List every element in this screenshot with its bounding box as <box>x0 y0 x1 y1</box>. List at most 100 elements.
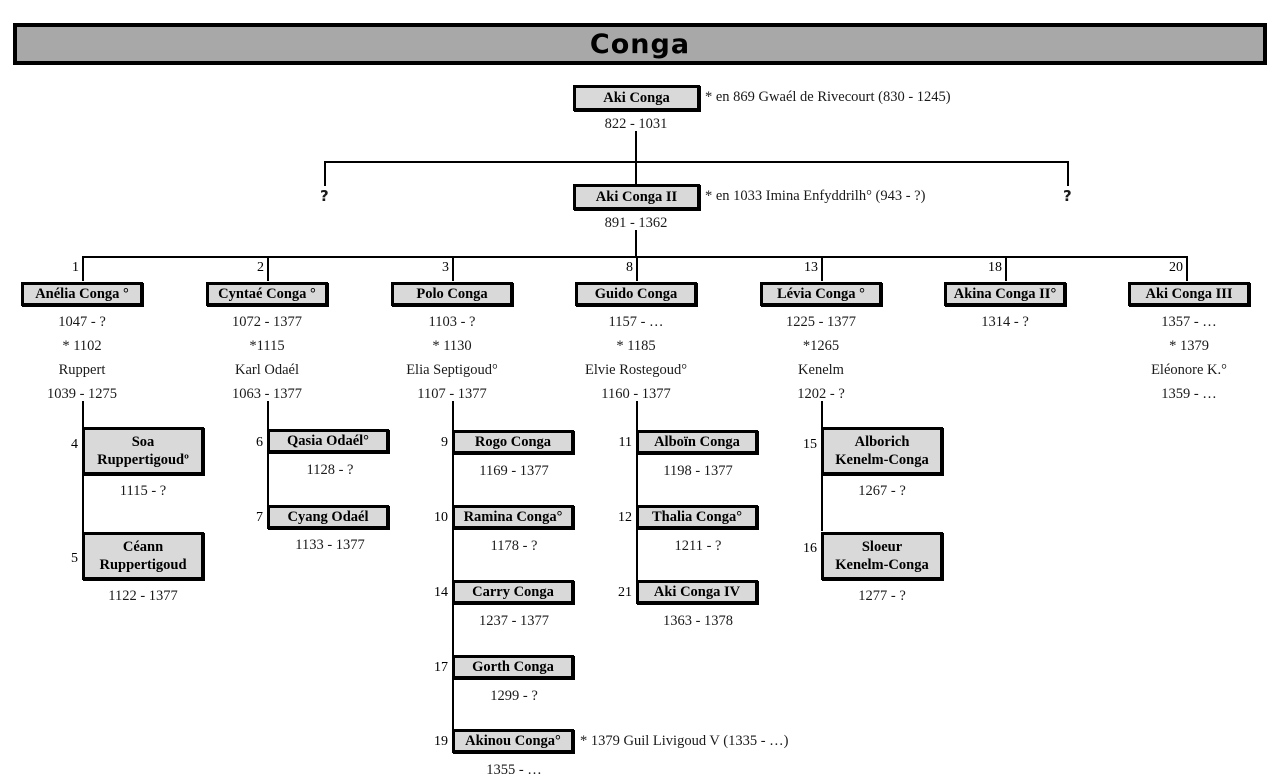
person-box-alborich-kenelm-conga[interactable]: Alborich Kenelm-Conga <box>821 427 943 475</box>
marriage-year: *1265 <box>802 338 840 354</box>
person-box-qasia-odael[interactable]: Qasia Odaél° <box>267 429 389 453</box>
child-number-19: 19 <box>434 734 448 749</box>
person-box-cyang-odael[interactable]: Cyang Odaél <box>267 505 389 529</box>
person-name: Cyntaé Conga ° <box>218 285 316 302</box>
person-name: Akina Conga II° <box>953 285 1057 302</box>
person-box-guido-conga[interactable]: Guido Conga <box>575 282 697 306</box>
person-dates: 1198 - 1377 <box>663 463 733 479</box>
person-name-line2: Ruppertigoud <box>99 557 187 573</box>
akinou-spouse-note: * 1379 Guil Livigoud V (1335 - …) <box>580 733 789 749</box>
person-dates: 1314 - ? <box>981 314 1029 330</box>
connector-anelia-children <box>82 401 84 565</box>
unknown-sibling-left: ? <box>320 187 329 205</box>
person-name: Rogo Conga <box>474 433 552 450</box>
person-dates: 1128 - ? <box>306 462 354 478</box>
person-dates: 1103 - ? <box>428 314 476 330</box>
person-name: Qasia Odaél° <box>287 432 369 449</box>
child-number-5: 5 <box>71 551 78 566</box>
person-box-aki-conga-iv[interactable]: Aki Conga IV <box>636 580 758 604</box>
connector-gen3-drop-8 <box>636 256 638 281</box>
person-box-polo-conga[interactable]: Polo Conga <box>391 282 513 306</box>
person-box-anelia-conga[interactable]: Anélia Conga ° <box>21 282 143 306</box>
person-name: Lévia Conga ° <box>777 285 865 302</box>
connector-gen3-drop-3 <box>452 256 454 281</box>
person-name: Ramina Conga° <box>463 508 563 525</box>
person-name-line2: Kenelm-Conga <box>835 557 929 573</box>
child-number-10: 10 <box>434 510 448 525</box>
connector-gen3-drop-1 <box>82 256 84 281</box>
connector-gen3-bar <box>82 256 1186 258</box>
person-name: Aki Conga <box>603 89 670 106</box>
person-name: Akinou Conga° <box>465 732 561 749</box>
person-box-alboin-conga[interactable]: Alboïn Conga <box>636 430 758 454</box>
person-name: Thalia Conga° <box>651 508 742 525</box>
person-box-carry-conga[interactable]: Carry Conga <box>452 580 574 604</box>
connector-guido-children <box>636 401 638 603</box>
person-name: Aki Conga IV <box>653 583 741 600</box>
chart-title-banner: Conga <box>14 24 1266 64</box>
child-number-14: 14 <box>434 585 448 600</box>
person-dates: 1267 - ? <box>858 483 906 499</box>
person-name: Polo Conga <box>416 285 488 302</box>
person-box-rogo-conga[interactable]: Rogo Conga <box>452 430 574 454</box>
person-name-line2: Kenelm-Conga <box>835 452 929 468</box>
connector-gen2-down <box>635 230 637 257</box>
person-name: Guido Conga <box>594 285 678 302</box>
person-dates: 1357 - … <box>1161 314 1217 330</box>
sibling-number-2: 2 <box>257 260 264 275</box>
connector-gen3-drop-2 <box>267 256 269 281</box>
child-number-7: 7 <box>256 510 263 525</box>
child-number-4: 4 <box>71 437 78 452</box>
person-name-line1: Alborich <box>854 433 910 450</box>
person-box-akina-conga-ii[interactable]: Akina Conga II° <box>944 282 1066 306</box>
person-box-sloeur-kenelm-conga[interactable]: Sloeur Kenelm-Conga <box>821 532 943 580</box>
person-dates: 1072 - 1377 <box>231 314 303 330</box>
marriage-year: *1115 <box>249 338 285 354</box>
spouse-dates: 1039 - 1275 <box>46 386 118 402</box>
connector-gen3-drop-18 <box>1005 256 1007 281</box>
person-name: Anélia Conga ° <box>35 285 129 302</box>
connector-gen3-drop-13 <box>821 256 823 281</box>
person-box-aki-conga-iii[interactable]: Aki Conga III <box>1128 282 1250 306</box>
child-number-9: 9 <box>441 435 448 450</box>
person-box-cyntae-conga[interactable]: Cyntaé Conga ° <box>206 282 328 306</box>
person-dates: 1169 - 1377 <box>479 463 549 479</box>
person-name: Aki Conga III <box>1145 285 1233 302</box>
person-name: Aki Conga II <box>595 188 678 205</box>
marriage-year: * 1185 <box>616 338 656 354</box>
spouse-dates: 1063 - 1377 <box>231 386 303 402</box>
person-dates: 1178 - ? <box>490 538 538 554</box>
person-box-levia-conga[interactable]: Lévia Conga ° <box>760 282 882 306</box>
person-box-soa-ruppertigoud[interactable]: Soa Ruppertigoudº <box>82 427 204 475</box>
spouse-dates: 1107 - 1377 <box>417 386 487 402</box>
person-box-aki-conga-ii[interactable]: Aki Conga II <box>573 184 700 210</box>
person-box-thalia-conga[interactable]: Thalia Conga° <box>636 505 758 529</box>
child-number-21: 21 <box>618 585 632 600</box>
sibling-number-18: 18 <box>988 260 1002 275</box>
child-number-16: 16 <box>803 541 817 556</box>
gen2-spouse-note: * en 1033 Imina Enfyddrilh° (943 - ?) <box>705 188 926 204</box>
spouse-dates: 1160 - 1377 <box>601 386 671 402</box>
person-dates: 1211 - ? <box>674 538 722 554</box>
page-title: Conga <box>589 28 691 60</box>
spouse-name: Elvie Rostegoud° <box>584 362 688 378</box>
person-box-aki-conga[interactable]: Aki Conga <box>573 85 700 111</box>
unknown-sibling-right: ? <box>1063 187 1072 205</box>
person-dates: 1355 - … <box>486 762 542 778</box>
person-dates: 1122 - 1377 <box>108 588 178 604</box>
person-box-akinou-conga[interactable]: Akinou Conga° <box>452 729 574 753</box>
spouse-dates: 1202 - ? <box>797 386 845 402</box>
spouse-dates: 1359 - … <box>1161 386 1217 402</box>
person-dates: 1237 - 1377 <box>478 613 550 629</box>
root-dates: 822 - 1031 <box>604 116 668 132</box>
connector-polo-children <box>452 401 454 750</box>
spouse-name: Karl Odaél <box>234 362 300 378</box>
child-number-12: 12 <box>618 510 632 525</box>
person-dates: 1225 - 1377 <box>785 314 857 330</box>
connector-gen3-drop-20 <box>1186 256 1188 281</box>
person-box-gorth-conga[interactable]: Gorth Conga <box>452 655 574 679</box>
child-number-15: 15 <box>803 437 817 452</box>
person-name-line1: Soa <box>131 433 155 450</box>
person-box-ceann-ruppertigoud[interactable]: Céann Ruppertigoud <box>82 532 204 580</box>
person-box-ramina-conga[interactable]: Ramina Conga° <box>452 505 574 529</box>
